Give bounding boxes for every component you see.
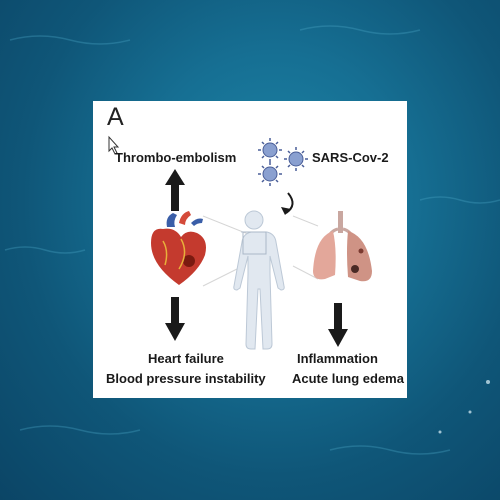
arrow-up-icon xyxy=(165,169,185,211)
thrombo-embolism-label: Thrombo-embolism xyxy=(115,150,237,165)
blood-pressure-label: Blood pressure instability xyxy=(106,371,266,386)
inflammation-label: Inflammation xyxy=(297,351,378,366)
acute-lung-edema-label: Acute lung edema xyxy=(292,371,404,386)
virus-icon xyxy=(258,138,308,186)
heart-failure-label: Heart failure xyxy=(148,351,224,366)
figure-graphics xyxy=(108,135,372,350)
lungs-icon xyxy=(313,211,372,282)
heart-icon xyxy=(151,211,206,285)
human-body-icon xyxy=(233,210,285,350)
arrow-down-icon xyxy=(328,303,348,347)
panel-letter: A xyxy=(107,103,124,131)
mouse-cursor-icon xyxy=(108,135,120,155)
figure-panel: A Thrombo-embolism SARS-Cov-2 Heart fail… xyxy=(93,101,407,398)
sars-cov-2-label: SARS-Cov-2 xyxy=(312,150,389,165)
arrow-down-icon xyxy=(165,297,185,341)
